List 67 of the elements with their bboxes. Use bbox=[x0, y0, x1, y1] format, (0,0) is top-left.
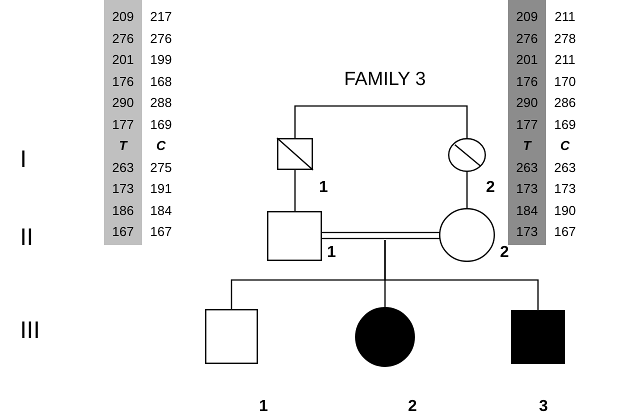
pedigree-line bbox=[321, 232, 441, 240]
generation-label: III bbox=[20, 318, 40, 344]
table-cell-text: 176 bbox=[111, 74, 135, 90]
title: FAMILY 3 bbox=[343, 69, 427, 91]
pedigree-line bbox=[294, 105, 468, 138]
table-cell-text: 169 bbox=[149, 116, 173, 132]
pedigree-line bbox=[466, 172, 468, 208]
table-cell-text: 184 bbox=[515, 202, 539, 218]
table-cell-text: 211 bbox=[554, 52, 576, 68]
individual-number: 1 bbox=[259, 398, 268, 416]
table-cell-text: 263 bbox=[553, 160, 577, 176]
table-cell-text: 173 bbox=[553, 181, 577, 197]
table-cell-text: 217 bbox=[149, 9, 173, 25]
table-cell-text: 288 bbox=[149, 95, 173, 111]
table-cell-text: 168 bbox=[149, 74, 173, 90]
table-cell-text: 263 bbox=[515, 160, 539, 176]
table-cell-text: 167 bbox=[149, 224, 173, 240]
table-cell-text: 173 bbox=[515, 224, 539, 240]
table-cell-text: 191 bbox=[149, 181, 173, 197]
female-symbol bbox=[448, 138, 486, 172]
female-symbol bbox=[355, 307, 415, 367]
table-cell-text: 177 bbox=[515, 116, 539, 132]
table-cell-text: 176 bbox=[515, 74, 539, 90]
table-cell-text: 276 bbox=[111, 30, 135, 46]
table-cell-text: T bbox=[522, 138, 533, 154]
table-cell-text: 275 bbox=[149, 160, 173, 176]
individual-number: 1 bbox=[319, 179, 328, 197]
table-cell-text: C bbox=[155, 138, 167, 154]
male-symbol bbox=[511, 310, 565, 364]
male-symbol bbox=[277, 138, 313, 170]
table-cell-text: 186 bbox=[111, 202, 135, 218]
table-cell-text: 169 bbox=[553, 116, 577, 132]
male-symbol bbox=[267, 211, 322, 261]
table-cell-text: 167 bbox=[553, 224, 577, 240]
individual-number: 2 bbox=[500, 244, 509, 262]
table-cell-text: 173 bbox=[111, 181, 135, 197]
pedigree-line bbox=[294, 170, 296, 211]
table-cell-text: 184 bbox=[149, 202, 173, 218]
table-cell-text: 177 bbox=[111, 116, 135, 132]
table-cell-text: 167 bbox=[111, 224, 135, 240]
individual-number: 2 bbox=[408, 398, 417, 416]
individual-number: 1 bbox=[327, 244, 336, 262]
table-cell-text: T bbox=[118, 138, 129, 154]
table-cell-text: 173 bbox=[515, 181, 539, 197]
table-cell-text: 211 bbox=[554, 9, 576, 25]
individual-number: 2 bbox=[486, 179, 495, 197]
table-cell-text: 290 bbox=[515, 95, 539, 111]
pedigree-line bbox=[384, 240, 539, 310]
table-cell-text: C bbox=[559, 138, 571, 154]
table-cell-text: 190 bbox=[553, 202, 577, 218]
individual-number: 3 bbox=[539, 398, 548, 416]
table-cell-text: 276 bbox=[149, 30, 173, 46]
table-cell-text: 201 bbox=[111, 52, 135, 68]
table-cell-text: 209 bbox=[111, 9, 135, 25]
female-symbol bbox=[439, 208, 495, 262]
table-cell-text: 290 bbox=[111, 95, 135, 111]
generation-label: II bbox=[20, 225, 34, 251]
table-cell-text: 278 bbox=[553, 30, 577, 46]
male-symbol bbox=[205, 309, 258, 364]
table-cell-text: 263 bbox=[111, 160, 135, 176]
table-cell-text: 199 bbox=[149, 52, 173, 68]
table-cell-text: 201 bbox=[515, 52, 539, 68]
table-cell-text: 286 bbox=[553, 95, 577, 111]
generation-label: I bbox=[20, 147, 27, 173]
table-cell-text: 170 bbox=[553, 74, 577, 90]
table-cell-text: 209 bbox=[515, 9, 539, 25]
table-cell-text: 276 bbox=[515, 30, 539, 46]
